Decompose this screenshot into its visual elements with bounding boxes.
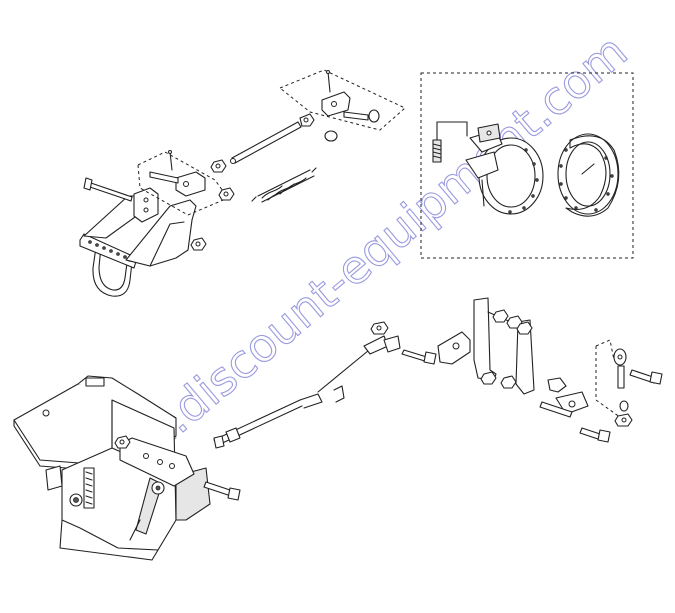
upper-clevis-group: [279, 69, 406, 142]
handle-assembly: [79, 177, 207, 297]
right-clevis-group: [595, 339, 663, 427]
brake-linkage: [437, 297, 611, 443]
brake-band-inset: [420, 72, 634, 259]
inset-spring: [432, 121, 468, 163]
control-cable: [114, 321, 437, 541]
brake-band-separate: [557, 133, 620, 217]
left-clevis-group: [137, 150, 235, 216]
rod-and-spring: [230, 113, 317, 203]
brake-band-assembled: [465, 123, 544, 215]
